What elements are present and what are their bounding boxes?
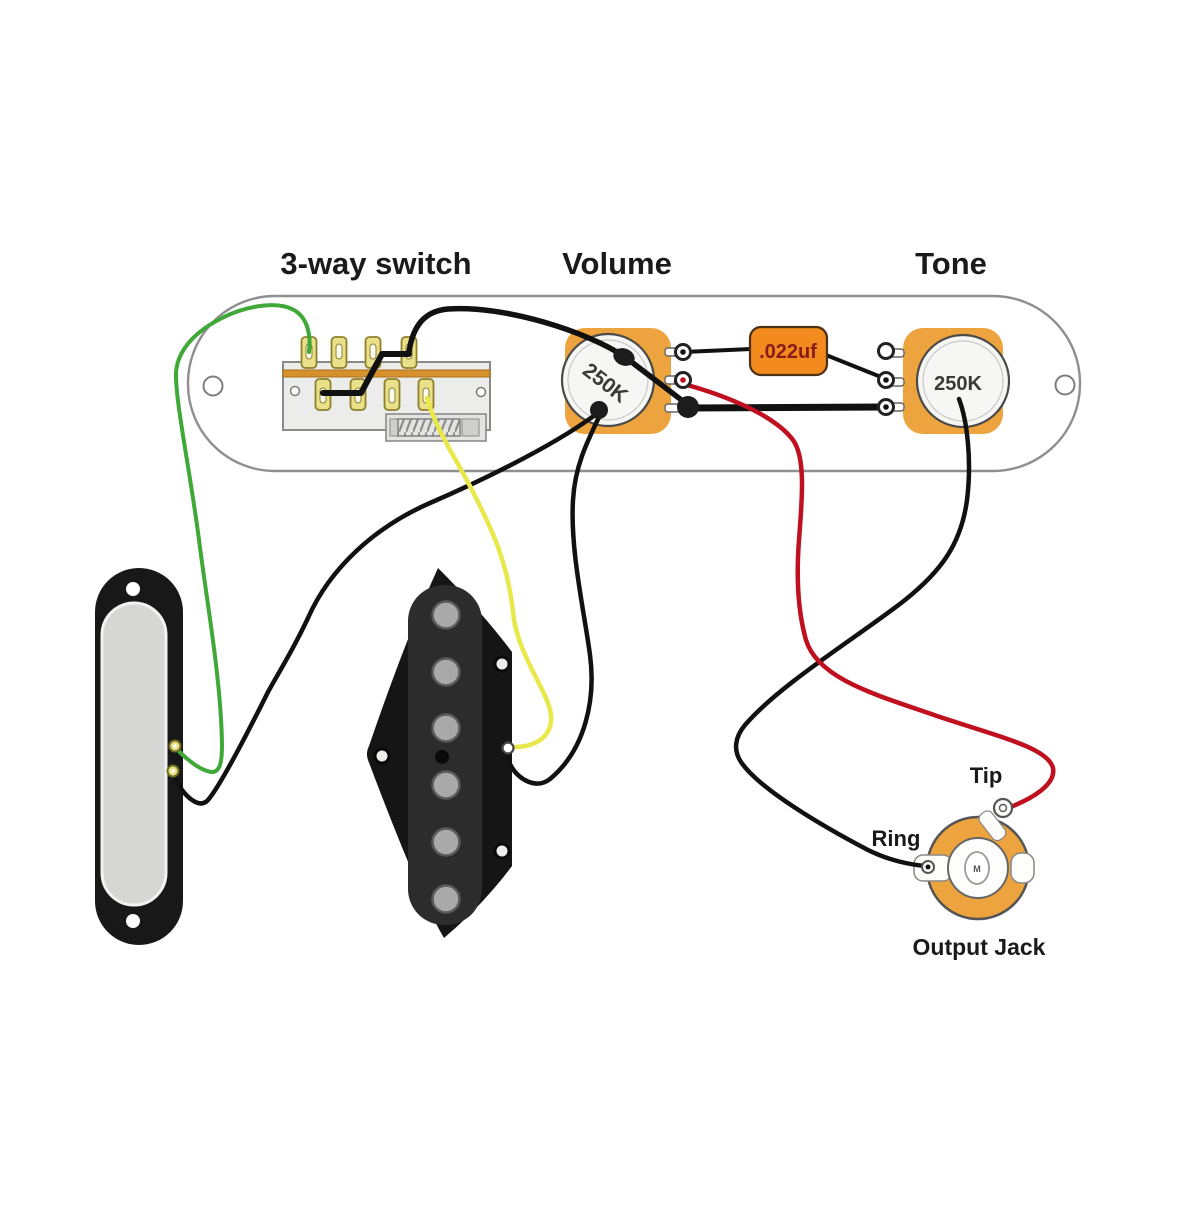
wire-cap-to-tone-lug2	[824, 353, 888, 381]
tone-pot-top	[915, 333, 1011, 429]
volume-casing-solder-blob-top	[613, 348, 635, 366]
wire-tone-to-jack-ring	[733, 396, 972, 869]
wire-neck-pickup-to-switch	[173, 303, 312, 774]
pole-piece	[431, 827, 461, 857]
output-jack-tip-arm	[978, 810, 1007, 842]
eyelet-hole	[173, 744, 177, 748]
pole-piece	[431, 600, 461, 630]
wire-bridge-pickup-ground	[504, 410, 604, 786]
wire-neck-pickup-ground	[171, 409, 602, 806]
wire-volume-lug2-to-jack-tip	[673, 379, 1056, 811]
plate-screw-hole-right	[1054, 374, 1076, 396]
capacitor-body	[748, 325, 829, 377]
wire-switch-to-volume	[406, 305, 691, 408]
volume-lug-2-wire-end	[680, 377, 686, 383]
wire-switch-to-bridge-pickup	[424, 395, 554, 750]
three-way-switch	[282, 336, 491, 442]
wire-switch-jumper	[320, 351, 412, 396]
eyelet-hole	[171, 769, 175, 773]
tone-pot: 250K	[887, 328, 1011, 434]
label-tone: Tone	[915, 246, 987, 281]
neck-pickup	[95, 568, 183, 945]
wire-volume-lug1-to-cap	[682, 347, 753, 354]
volume-pot: 250K	[560, 328, 681, 434]
switch-screw-hole-right	[475, 386, 487, 398]
label-volume: Volume	[562, 246, 672, 281]
label-output-jack: Output Jack	[913, 934, 1046, 960]
volume-lug-1-wire-end	[680, 349, 686, 355]
switch-contact-band	[282, 369, 491, 378]
tone-pot-value: 250K	[934, 373, 982, 395]
switch-screw-hole-left	[289, 385, 301, 397]
tip-lug-hole	[998, 803, 1008, 813]
capacitor-value: .022uf	[759, 341, 817, 363]
wires	[171, 303, 1056, 869]
tone-lug-3-wire-end	[883, 404, 889, 410]
pole-piece	[431, 770, 461, 800]
ring-lug-wire-end	[925, 864, 931, 870]
pole-piece	[431, 657, 461, 687]
label-tip: Tip	[970, 763, 1003, 788]
switch-spring-coil	[397, 418, 461, 437]
capacitor-body-group: .022uf	[748, 325, 829, 377]
tone-lug-2-wire-end	[883, 377, 889, 383]
label-three-way-switch: 3-way switch	[280, 246, 471, 281]
plate-screw-hole-left	[202, 375, 224, 397]
volume-casing-ground-blob	[590, 401, 608, 419]
bridge-pickup-eyelet	[501, 741, 515, 755]
tone-lug-1	[877, 342, 895, 360]
neck-pickup-mount-hole-bottom	[126, 914, 140, 928]
pole-piece	[431, 884, 461, 914]
pole-piece	[431, 713, 461, 743]
bridge-pickup-poles	[431, 600, 461, 914]
label-ring: Ring	[872, 826, 921, 851]
labels: 3-way switch Volume Tone Tip Ring Output…	[280, 246, 1045, 960]
neck-pickup-mount-hole-top	[126, 582, 140, 596]
volume-lug-3-solder-blob	[677, 396, 699, 418]
terminals	[166, 342, 1014, 874]
wire-volume-lug3-to-tone-lug3	[685, 403, 890, 412]
bridge-pickup-center-dot	[435, 750, 449, 764]
bridge-pickup	[366, 568, 512, 938]
bridge-pickup-mount-holes	[373, 655, 511, 860]
output-jack-center-mark: M	[973, 864, 981, 874]
output-jack-center	[964, 851, 990, 885]
output-jack-side-tab	[1010, 852, 1035, 884]
neck-pickup-cover	[100, 601, 168, 907]
